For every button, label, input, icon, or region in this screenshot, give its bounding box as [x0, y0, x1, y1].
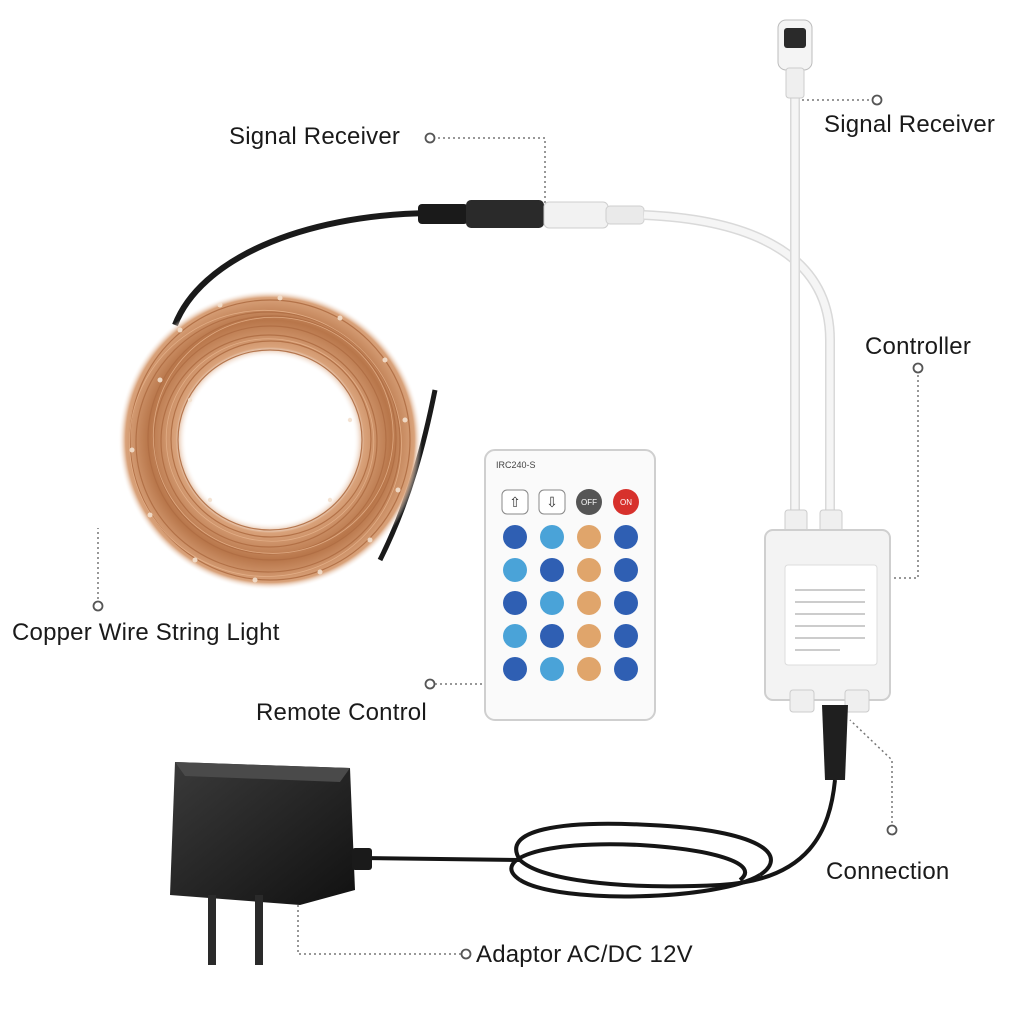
power-cord [359, 779, 837, 899]
white-cable-to-controller [643, 210, 835, 520]
on-button-label: ON [620, 498, 632, 507]
label-signal-receiver-right: Signal Receiver [824, 111, 996, 138]
remote-button-grid [503, 525, 638, 681]
down-arrow-icon: ⇩ [546, 495, 558, 511]
label-controller: Controller [865, 333, 972, 360]
leader-signal-receiver-left [438, 137, 546, 205]
up-arrow-icon: ⇧ [509, 495, 521, 511]
off-button-label: OFF [581, 498, 597, 507]
power-adaptor [170, 762, 372, 965]
controller-box [764, 509, 891, 713]
remote-model-label: IRC240-S [496, 460, 536, 470]
leader-connection [849, 719, 893, 828]
label-remote-control: Remote Control [256, 699, 427, 726]
label-adaptor: Adaptor AC/DC 12V [476, 941, 693, 968]
label-copper-wire-string-light: Copper Wire String Light [12, 619, 280, 646]
leader-adaptor [297, 900, 466, 955]
label-connection: Connection [826, 858, 950, 885]
label-signal-receiver-left: Signal Receiver [229, 123, 401, 150]
leader-dots [92, 94, 924, 960]
string-light-lead-wire [172, 210, 431, 327]
remote-control: IRC240-S ⇧ ⇩ OFF ON [484, 449, 656, 721]
copper-wire-coil [118, 290, 422, 590]
signal-receiver-connector-left [418, 200, 645, 229]
connection-plug [822, 705, 848, 780]
white-cable-highlight [643, 211, 834, 520]
signal-receiver-top-right [777, 19, 813, 99]
